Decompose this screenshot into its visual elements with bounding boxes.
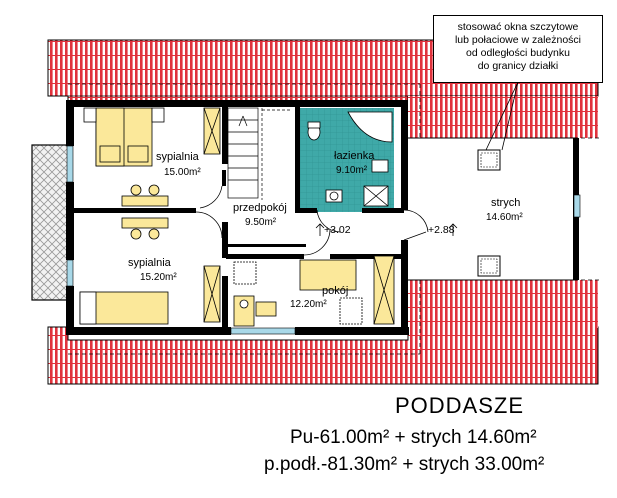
skylight-upper <box>477 149 501 171</box>
room-area-room: 12.20m² <box>290 299 327 310</box>
bathroom-fixtures <box>307 111 393 207</box>
room-label-bathroom: łazienka <box>334 150 375 162</box>
room-label-room: pokój <box>322 285 349 297</box>
roof-right-bottom <box>408 280 598 328</box>
level-markers <box>315 223 458 236</box>
area-summary-floor: p.podł.-81.30m² + strych 33.00m² <box>264 454 545 475</box>
room-area-bedroom-1: 15.00m² <box>164 167 201 178</box>
room-label-bedroom-1: sypialnia <box>156 151 199 163</box>
area-summary-usable: Pu-61.00m² + strych 14.60m² <box>290 427 537 448</box>
level-value-2: +2.88 <box>428 224 455 236</box>
note-line: od odległości budynku <box>466 47 570 59</box>
room-label-hall: przedpokój <box>233 202 287 214</box>
room-label-bedroom-2: sypialnia <box>128 257 171 269</box>
room-label-attic: strych <box>491 197 521 209</box>
room-area-bedroom-2: 15.20m² <box>140 272 177 283</box>
roof-right-top <box>408 96 598 138</box>
doors <box>195 185 429 256</box>
level-value-1: +3.02 <box>324 224 351 236</box>
note-box: stosować okna szczytowe lub połaciowe w … <box>433 15 603 83</box>
note-line: lub połaciowe w zależności <box>454 34 582 46</box>
roof-bottom <box>47 326 599 385</box>
furniture <box>79 107 395 327</box>
note-pointer <box>485 81 519 151</box>
balcony <box>31 144 70 301</box>
attic-window-right <box>573 194 581 218</box>
room-area-bathroom: 9.10m² <box>336 165 368 176</box>
windows <box>66 145 296 335</box>
stairs <box>227 107 292 200</box>
note-line: do granicy działki <box>477 60 559 72</box>
walls <box>66 100 409 335</box>
room-area-hall: 9.50m² <box>245 217 277 228</box>
drawing-title: PODDASZE <box>395 393 525 418</box>
room-area-attic: 14.60m² <box>486 212 523 223</box>
note-line: stosować okna szczytowe <box>457 21 579 33</box>
skylight-lower <box>477 255 501 277</box>
